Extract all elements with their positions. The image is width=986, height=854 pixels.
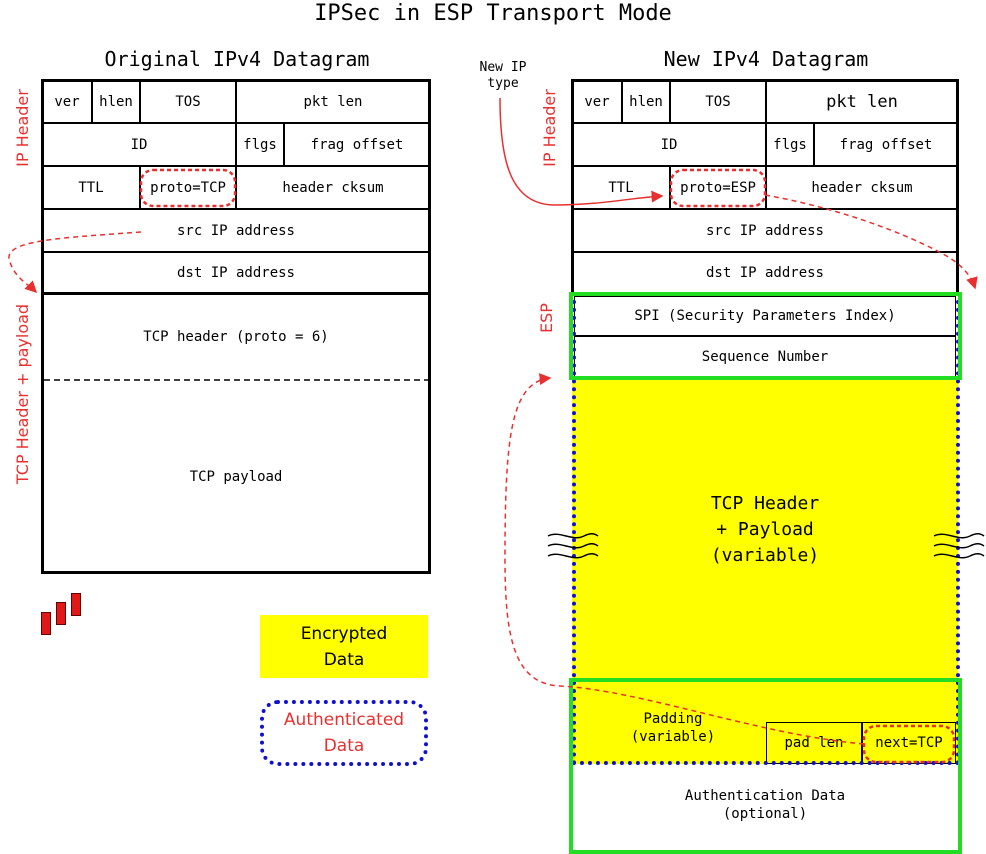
esp-label: ESP <box>537 303 556 333</box>
spi-field: SPI (Security Parameters Index) <box>574 296 956 336</box>
new-datagram-heading: New IPv4 Datagram <box>663 47 869 71</box>
original-tcp-frame <box>41 292 431 574</box>
original-datagram-heading: Original IPv4 Datagram <box>104 47 370 71</box>
original-ip-header-frame <box>41 79 431 295</box>
legend-encrypted-data: Encrypted Data <box>260 615 428 678</box>
original-tcp-header-field: TCP header (proto = 6) <box>143 329 329 345</box>
original-tcp-payload-label: TCP Header + payload <box>13 303 32 485</box>
original-header-cksum-field: header cksum <box>236 166 430 209</box>
original-flgs-field: flgs <box>236 123 284 166</box>
new-frag-offset-field: frag offset <box>814 123 958 166</box>
original-tcp-payload-field: TCP payload <box>189 468 283 485</box>
original-ip-header-label: IP Header <box>13 89 32 167</box>
legend-authenticated-data: Authenticated Data <box>260 700 428 766</box>
diagram-title: IPSec in ESP Transport Mode <box>314 1 672 26</box>
new-flgs-field: flgs <box>766 123 814 166</box>
authentication-data-field: Authentication Data (optional) <box>684 788 846 822</box>
new-ip-header-label: IP Header <box>540 89 559 167</box>
original-src-ip-field: src IP address <box>42 209 430 252</box>
esp-trailer-frame <box>569 678 962 854</box>
new-ip-type-note: New IP type <box>479 60 527 91</box>
new-ip-header-frame <box>571 79 959 295</box>
esp-header-frame <box>569 292 962 380</box>
